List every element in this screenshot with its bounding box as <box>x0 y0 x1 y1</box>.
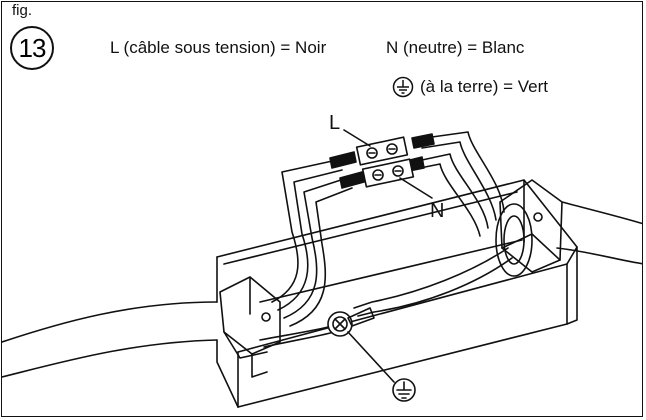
ground-wire-legend: (à la terre) = Vert <box>420 77 549 96</box>
ground-screw <box>327 307 375 337</box>
figure-number: 13 <box>18 32 47 63</box>
right-wires <box>401 131 505 237</box>
right-cable-clamp <box>495 179 563 277</box>
connector-block-live <box>355 136 409 166</box>
ground-leader <box>347 331 395 383</box>
right-cable <box>556 201 642 265</box>
figure-number-badge: 13 <box>10 26 54 70</box>
l-leader <box>343 129 371 147</box>
junction-box <box>216 179 578 408</box>
earth-ground-icon <box>392 378 416 402</box>
n-leader <box>399 177 433 199</box>
left-cable-clamp <box>219 276 281 378</box>
ground-wire <box>259 247 513 348</box>
neutral-wire-legend: N (neutre) = Blanc <box>386 38 525 57</box>
connector-block-neutral <box>361 158 415 188</box>
left-wires <box>271 151 365 327</box>
neutral-connector-label: N <box>430 200 445 222</box>
left-cable <box>2 301 218 378</box>
figure-prefix: fig. <box>12 2 33 19</box>
earth-ground-icon <box>392 76 414 103</box>
live-wire-legend: L (câble sous tension) = Noir <box>110 38 327 57</box>
live-connector-label: L <box>329 112 341 134</box>
